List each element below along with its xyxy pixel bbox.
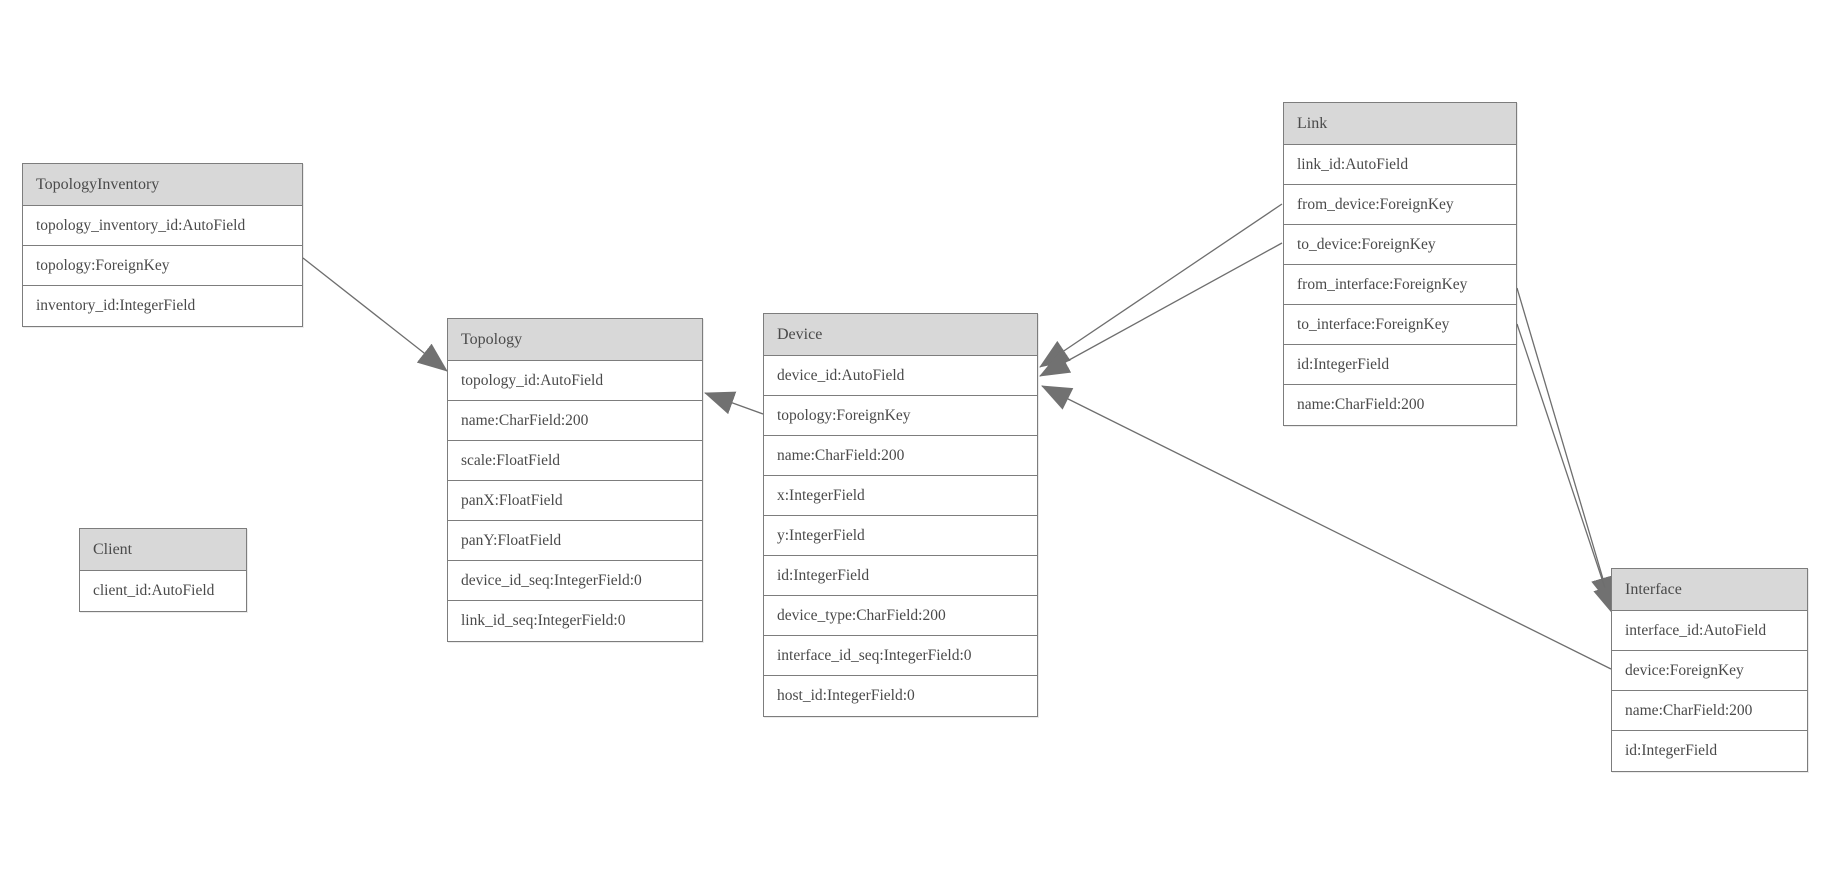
entity-field-row: topology_inventory_id:AutoField [23, 206, 302, 246]
entity-field-row: interface_id_seq:IntegerField:0 [764, 636, 1037, 676]
relation-Link.to_interface-to-Interface.interface_id [1516, 323, 1617, 616]
entity-field-row: link_id_seq:IntegerField:0 [448, 601, 702, 641]
relation-Link.from_device-to-Device.device_id [1039, 203, 1283, 368]
entity-field-row: interface_id:AutoField [1612, 611, 1807, 651]
entity-field-row: name:CharField:200 [764, 436, 1037, 476]
entity-field-row: panX:FloatField [448, 481, 702, 521]
relation-Interface.device-to-Device.device_id [1041, 385, 1612, 670]
entity-title: Interface [1612, 569, 1807, 611]
entity-field-row: device_id_seq:IntegerField:0 [448, 561, 702, 601]
entity-title: Device [764, 314, 1037, 356]
entity-field-row: to_interface:ForeignKey [1284, 305, 1516, 345]
relation-Device.topology-to-Topology.topology_id [704, 391, 764, 415]
entity-field-row: client_id:AutoField [80, 571, 246, 611]
entity-field-row: id:IntegerField [1284, 345, 1516, 385]
entity-field-row: id:IntegerField [764, 556, 1037, 596]
entity-field-row: panY:FloatField [448, 521, 702, 561]
entity-field-row: link_id:AutoField [1284, 145, 1516, 185]
entity-field-row: inventory_id:IntegerField [23, 286, 302, 326]
entity-title: Topology [448, 319, 702, 361]
entity-field-row: name:CharField:200 [448, 401, 702, 441]
relation-Link.to_device-to-Device.device_id [1039, 242, 1283, 377]
entity-field-row: id:IntegerField [1612, 731, 1807, 771]
entity-field-row: name:CharField:200 [1284, 385, 1516, 425]
entity-field-row: topology:ForeignKey [23, 246, 302, 286]
relation-TopologyInventory.topology-to-Topology.topology_id [302, 257, 448, 372]
entity-field-row: y:IntegerField [764, 516, 1037, 556]
entity-title: Client [80, 529, 246, 571]
entity-field-row: scale:FloatField [448, 441, 702, 481]
entity-field-row: from_interface:ForeignKey [1284, 265, 1516, 305]
entity-field-row: topology_id:AutoField [448, 361, 702, 401]
entity-title: Link [1284, 103, 1516, 145]
entity-field-row: device_type:CharField:200 [764, 596, 1037, 636]
entity-field-row: topology:ForeignKey [764, 396, 1037, 436]
entity-title: TopologyInventory [23, 164, 302, 206]
entity-field-row: x:IntegerField [764, 476, 1037, 516]
entity-field-row: name:CharField:200 [1612, 691, 1807, 731]
relation-Link.from_interface-to-Interface.interface_id [1516, 287, 1615, 607]
entity-field-row: device:ForeignKey [1612, 651, 1807, 691]
entity-field-row: device_id:AutoField [764, 356, 1037, 396]
entity-field-row: host_id:IntegerField:0 [764, 676, 1037, 716]
entity-field-row: to_device:ForeignKey [1284, 225, 1516, 265]
entity-field-row: from_device:ForeignKey [1284, 185, 1516, 225]
